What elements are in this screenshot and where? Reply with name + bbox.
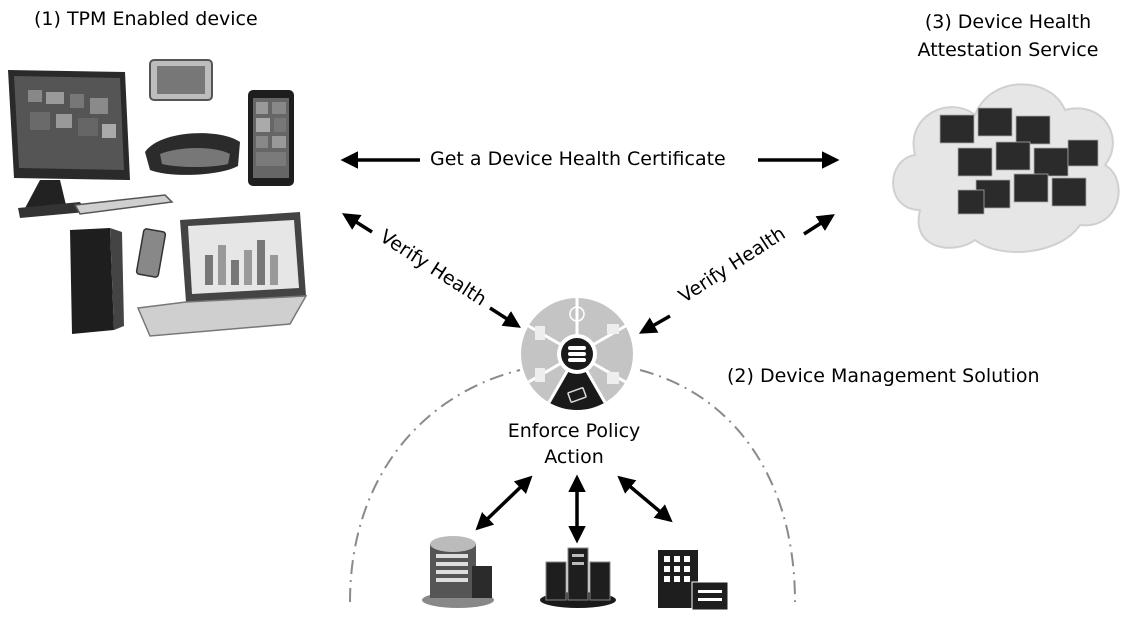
office-building-icon xyxy=(658,550,729,611)
all-in-one-pc-icon xyxy=(8,70,130,218)
attestation-title-line1: (3) Device Health xyxy=(924,11,1092,33)
laptop-icon xyxy=(136,212,308,337)
device-cluster xyxy=(8,59,308,337)
tower-pc-icon xyxy=(70,228,124,334)
get-certificate-label: Get a Device Health Certificate xyxy=(430,148,726,170)
datacenter-icon xyxy=(422,536,494,608)
hololens-headset-icon xyxy=(145,133,240,175)
verify-right-arrow-up xyxy=(803,214,835,236)
management-scope-arc xyxy=(349,369,796,603)
enforce-line1: Enforce Policy xyxy=(507,420,641,442)
usb-drive-icon xyxy=(135,228,167,278)
enforce-line2: Action xyxy=(544,446,604,468)
servers-icon xyxy=(540,547,616,608)
enforce-policy-label: Enforce Policy Action xyxy=(484,418,664,470)
verify-left-arrow-down xyxy=(489,306,521,328)
resource-arrow-3 xyxy=(617,475,673,523)
device-management-label: (2) Device Management Solution xyxy=(727,365,1040,387)
tpm-device-title: (1) TPM Enabled device xyxy=(34,8,258,30)
server-cloud-icon xyxy=(892,83,1120,253)
phone-icon xyxy=(248,90,294,186)
tablet-icon xyxy=(149,59,213,101)
verify-left-arrow-up xyxy=(342,213,373,234)
keyboard-icon xyxy=(73,194,174,215)
attestation-title-line2: Attestation Service xyxy=(917,39,1099,61)
resource-arrow-1 xyxy=(475,475,533,531)
verify-right-arrow-down xyxy=(638,314,671,334)
device-management-wheel-icon xyxy=(521,298,633,411)
attestation-service-title: (3) Device Health Attestation Service xyxy=(888,8,1128,64)
